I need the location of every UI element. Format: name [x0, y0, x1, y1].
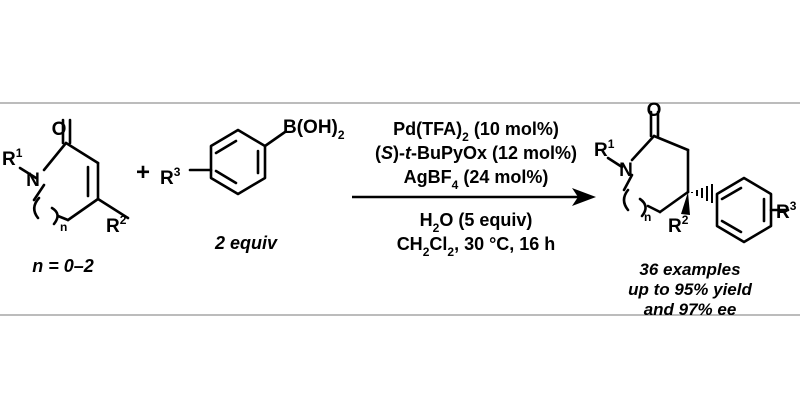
product-r3: R3 [776, 199, 797, 223]
product-nitrogen: N [619, 160, 633, 181]
product-n-subscript: n [644, 210, 651, 224]
condition-ligand: (S)-t-BuPyOx (12 mol%) [375, 143, 577, 163]
product-summary-line-1: 36 examples [639, 260, 740, 279]
reactant2-r3: R3 [160, 165, 181, 189]
condition-catalyst: Pd(TFA)2 (10 mol%) [393, 119, 559, 144]
product-r1: R1 [594, 137, 615, 161]
reactant1-r2: R2 [106, 213, 127, 237]
reactant2-caption: 2 equiv [214, 233, 278, 253]
product-summary-line-3: and 97% ee [644, 300, 737, 319]
reactant1-nitrogen: N [26, 170, 40, 191]
reaction-arrowhead [572, 188, 596, 206]
reactant2-boronic-group: B(OH)2 [283, 117, 345, 142]
product-summary-line-2: up to 95% yield [628, 280, 752, 299]
reactant1-caption: n = 0–2 [32, 256, 94, 276]
condition-water: H2O (5 equiv) [420, 210, 533, 235]
reactant1-n-subscript: n [60, 220, 67, 234]
reactant-enone-structure [18, 118, 130, 226]
condition-additive: AgBF4 (24 mol%) [404, 167, 549, 192]
reactant-boronic-acid-structure [188, 128, 287, 196]
reactant1-r1: R1 [2, 146, 23, 170]
reactant1-oxygen: O [52, 119, 67, 140]
plus-sign: + [136, 159, 150, 186]
product-structure [606, 110, 790, 244]
condition-solvent-temp-time: CH2Cl2, 30 °C, 16 h [397, 234, 556, 259]
product-r2: R2 [668, 213, 689, 237]
product-oxygen: O [647, 100, 662, 121]
